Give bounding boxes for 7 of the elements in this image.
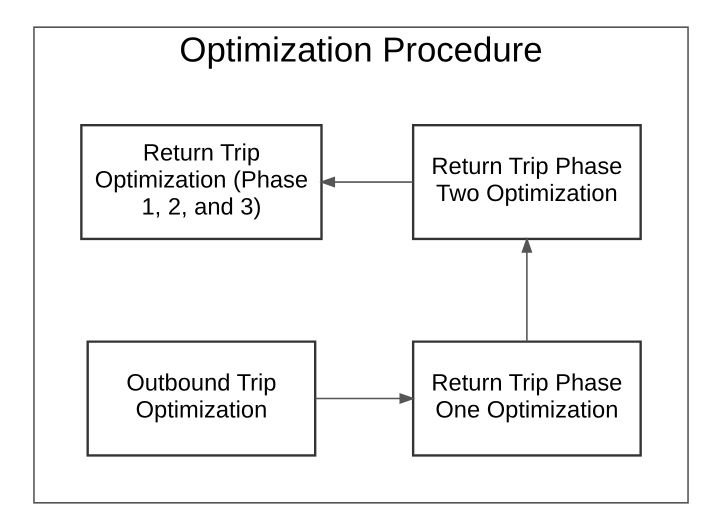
node-box: Return Trip Phase Two Optimization (411, 124, 642, 240)
node-box: Return Trip Phase One Optimization (411, 340, 642, 457)
arrow (520, 236, 532, 342)
node-box: Outbound Trip Optimization (86, 340, 316, 457)
arrow (318, 176, 412, 188)
arrow (314, 392, 415, 404)
node-box: Return Trip Optimization (Phase 1, 2, and 3) (80, 124, 322, 240)
